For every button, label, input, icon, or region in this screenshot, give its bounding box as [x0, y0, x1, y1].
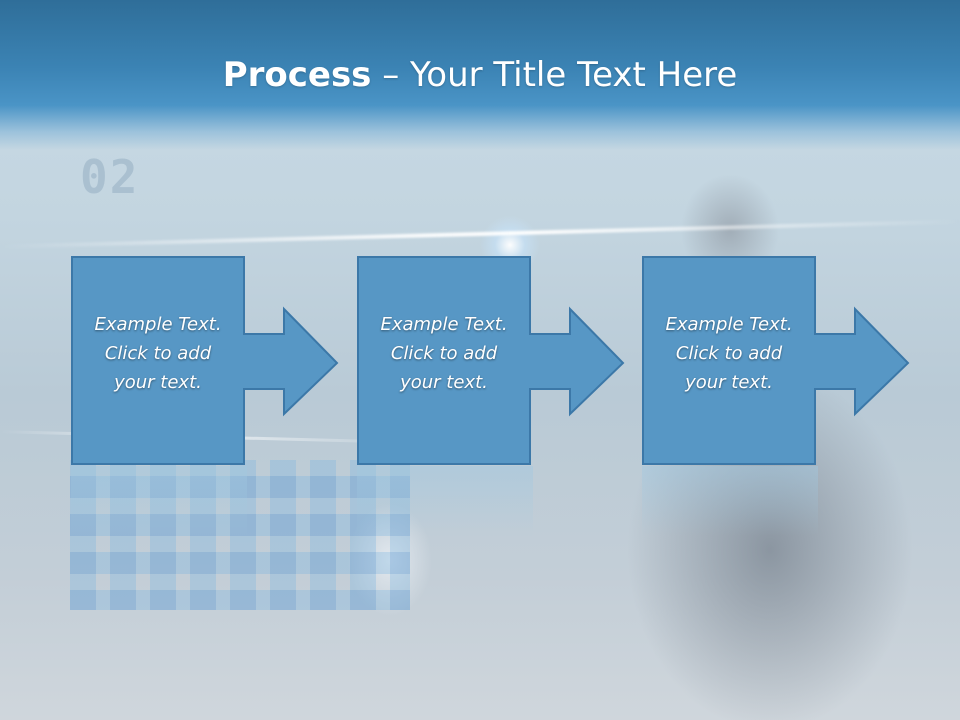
step-3-reflection: [642, 466, 818, 536]
step-2-text[interactable]: Example Text. Click to add your text.: [380, 314, 508, 393]
slide-title[interactable]: Process – Your Title Text Here: [0, 52, 960, 98]
background-keypad-image: [70, 460, 410, 610]
step-2-arrow-shape: [357, 256, 625, 465]
background-hand-image: [330, 480, 450, 640]
background-digits: 02: [80, 150, 140, 204]
process-step-1[interactable]: Example Text. Click to add your text.: [71, 256, 351, 466]
title-bar: [0, 0, 960, 150]
step-1-arrow-shape: [71, 256, 339, 465]
process-step-3[interactable]: Example Text. Click to add your text.: [642, 256, 922, 466]
step-3-arrow-shape: [642, 256, 910, 465]
title-rest: – Your Title Text Here: [371, 55, 738, 95]
process-step-2[interactable]: Example Text. Click to add your text.: [357, 256, 637, 466]
step-1-reflection: [71, 466, 247, 536]
title-bold: Process: [222, 55, 372, 95]
step-3-text[interactable]: Example Text. Click to add your text.: [665, 314, 793, 393]
step-1-text[interactable]: Example Text. Click to add your text.: [94, 314, 222, 393]
step-2-reflection: [357, 466, 533, 536]
